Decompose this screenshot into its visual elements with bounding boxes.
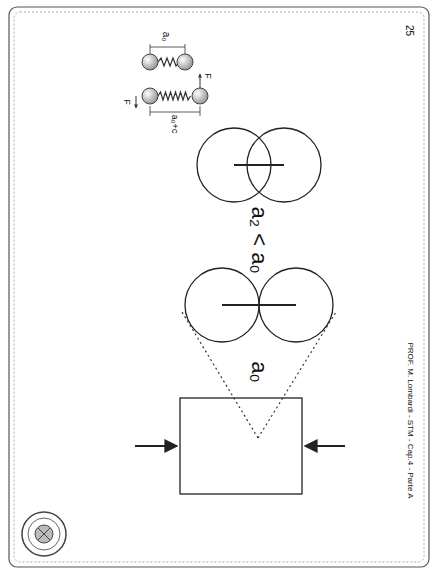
slide-inner-frame	[14, 12, 424, 562]
footer-text: PROF. M. Lombardi - STM - Cap.4 - Parte …	[405, 342, 414, 498]
compressed-atom-pair	[197, 128, 321, 202]
force-label: F	[122, 99, 132, 105]
zoom-lines	[182, 312, 336, 438]
specimen-block	[180, 398, 302, 494]
page-number: 25	[405, 24, 416, 35]
dimension-label: a₀+c	[170, 115, 180, 134]
force-arrow	[135, 445, 177, 447]
force-arrow	[305, 445, 345, 447]
university-seal	[22, 512, 66, 556]
spacing-label: a₀	[246, 361, 272, 382]
spring-dumbbell-inset	[136, 44, 208, 118]
spacing-label: a₂ < a₀	[246, 206, 272, 273]
force-label: F	[203, 73, 213, 79]
dimension-label: a₀	[162, 31, 173, 41]
slide-frame	[9, 7, 429, 567]
equilibrium-atom-pair	[185, 268, 333, 342]
